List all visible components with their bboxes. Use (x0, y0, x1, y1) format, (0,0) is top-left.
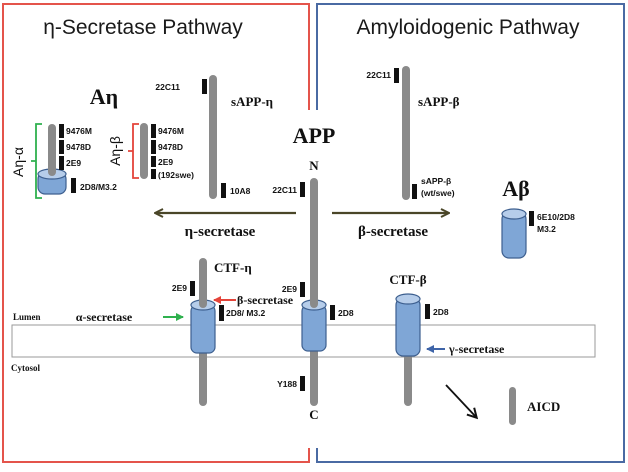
beta-secretase-ctf-label: β-secretase (237, 293, 294, 307)
eta-secretase-label: η-secretase (185, 224, 256, 240)
sapp-beta-epitope-22c11-marker (394, 68, 399, 83)
a-eta-beta-epitope-1: 9476M (158, 126, 184, 136)
ctf-beta-label: CTF-β (389, 272, 426, 287)
alpha-secretase-label: α-secretase (76, 310, 133, 324)
app-epitope-2e9: 2E9 (282, 284, 297, 294)
ctf-eta-epitope-2e9-marker (190, 281, 195, 296)
beta-secretase-label: β-secretase (358, 224, 428, 240)
cytosol-label: Cytosol (11, 363, 40, 373)
a-eta-alpha-epitope-marker-2 (59, 140, 64, 154)
sapp-eta-epitope-22c11-marker (202, 79, 207, 94)
ctf-eta-epitope-tm-marker (219, 305, 224, 321)
eta-pathway-panel-border (2, 3, 310, 463)
ctf-eta-epitope-tm: 2D8/ M3.2 (226, 308, 265, 318)
gamma-secretase-label: γ-secretase (448, 342, 505, 356)
a-eta-alpha-tm-epitope-marker (71, 178, 76, 193)
a-eta-alpha-epitope-2: 9478D (66, 142, 91, 152)
amyloidogenic-pathway-title: Amyloidogenic Pathway (357, 16, 580, 39)
app-epitope-2d8: 2D8 (338, 308, 354, 318)
a-beta-cylinder (501, 208, 527, 259)
a-eta-beta-stick (140, 123, 148, 179)
a-eta-beta-epitope-marker-2 (151, 140, 156, 154)
app-n-terminus-label: N (309, 158, 319, 173)
app-epitope-22c11: 22C11 (272, 185, 297, 195)
a-eta-beta-label: Aη-β (107, 136, 123, 166)
app-epitope-y188-marker (300, 376, 305, 391)
app-c-terminus-label: C (309, 407, 318, 422)
ctf-eta-epitope-2e9: 2E9 (172, 283, 187, 293)
a-eta-beta-epitope-2: 9478D (158, 142, 183, 152)
sapp-beta-epitope-line1: sAPP-β (421, 176, 451, 186)
sapp-beta-epitope-22c11: 22C11 (366, 70, 391, 80)
sapp-eta-epitope-10a8: 10A8 (230, 186, 251, 196)
a-eta-beta-bracket (128, 123, 139, 179)
app-epitope-22c11-marker (300, 182, 305, 197)
ctf-beta-epitope-2d8-marker (425, 304, 430, 319)
eta-pathway-title: η-Secretase Pathway (43, 16, 243, 39)
a-beta-epitope-line1: 6E10/2D8 (537, 212, 575, 222)
sapp-beta-epitope-marker (412, 184, 417, 199)
a-eta-beta-epitope-3: 2E9 (158, 157, 173, 167)
app-epitope-2e9-marker (300, 282, 305, 297)
ctf-beta-epitope-2d8: 2D8 (433, 307, 449, 317)
ctf-beta-tm-cylinder (395, 293, 421, 357)
app-epitope-2d8-marker (330, 305, 335, 320)
a-eta-beta-epitope-4: (192swe) (158, 170, 194, 180)
app-epitope-y188: Y188 (277, 379, 297, 389)
sapp-beta-stick (402, 66, 410, 200)
aicd-stick (509, 387, 516, 425)
a-eta-beta-epitope-marker-4 (151, 169, 156, 179)
a-eta-alpha-bracket (31, 123, 42, 199)
a-beta-label: Aβ (502, 176, 529, 201)
a-eta-alpha-epitope-3: 2E9 (66, 158, 81, 168)
a-eta-beta-epitope-marker-1 (151, 124, 156, 138)
app-label: APP (293, 123, 336, 148)
amyloidogenic-pathway-panel-border (316, 3, 625, 463)
sapp-eta-epitope-10a8-marker (221, 183, 226, 198)
a-eta-alpha-tm-epitope: 2D8/M3.2 (80, 182, 117, 192)
a-beta-epitope-line2: M3.2 (537, 224, 556, 234)
sapp-eta-stick (209, 75, 217, 199)
a-eta-beta-epitope-marker-3 (151, 156, 156, 167)
a-eta-alpha-stick (48, 124, 56, 176)
sapp-beta-label: sAPP-β (418, 94, 460, 109)
sapp-eta-label: sAPP-η (231, 94, 273, 109)
sapp-eta-epitope-22c11: 22C11 (155, 82, 180, 92)
aicd-release-arrow (445, 384, 476, 417)
a-eta-label: Aη (90, 84, 118, 109)
aicd-label: AICD (527, 399, 560, 414)
a-beta-epitope-marker (529, 211, 534, 226)
sapp-beta-epitope-line2: (wt/swe) (421, 188, 455, 198)
a-eta-alpha-epitope-marker-1 (59, 124, 64, 138)
lumen-label: Lumen (13, 312, 41, 322)
a-eta-alpha-epitope-marker-3 (59, 156, 64, 170)
a-eta-alpha-epitope-1: 9476M (66, 126, 92, 136)
ctf-eta-label: CTF-η (214, 260, 252, 275)
a-eta-alpha-label: Aη-α (10, 147, 26, 177)
